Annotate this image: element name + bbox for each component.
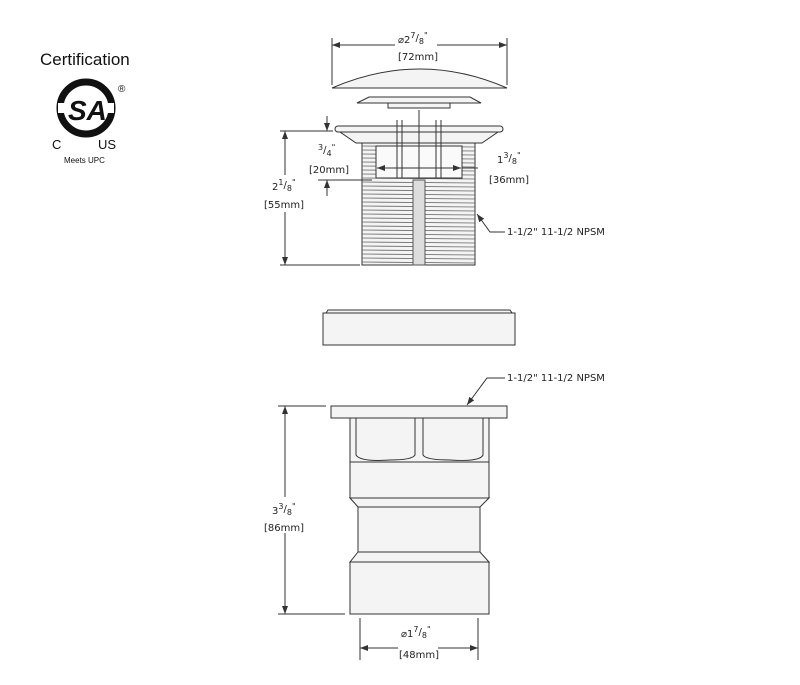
svg-text:[55mm]: [55mm] [264,200,304,211]
svg-text:33/8": 33/8" [272,502,296,517]
top-height-dimension: 21/8" [55mm] [264,130,360,266]
top-thread-callout: 1-1/2" 11-1/2 NPSM [476,213,605,238]
drain-cap-disc [356,96,482,104]
drain-cap-dome [331,68,508,89]
thread-slot [412,179,426,266]
cap-diameter-dimension: ⌀27/8" [72mm] [331,31,508,85]
svg-text:3/4": 3/4" [318,143,335,158]
csa-logo-text: SA [68,95,107,126]
svg-text:1-1/2" 11-1/2 NPSM: 1-1/2" 11-1/2 NPSM [507,227,605,238]
svg-text:⌀17/8": ⌀17/8" [401,625,431,640]
registered-mark: ® [118,84,126,95]
pop-up-drain-assembly [331,68,508,266]
opening-height-dimension: 3/4" [20mm] [309,116,372,196]
svg-text:1-1/2" 11-1/2 NPSM: 1-1/2" 11-1/2 NPSM [507,373,605,384]
svg-text:[20mm]: [20mm] [309,165,349,176]
drain-gasket-ring [322,309,516,346]
csa-c-label: C [52,137,61,152]
svg-text:21/8": 21/8" [272,178,296,193]
certification-title: Certification [40,50,130,69]
bottom-thread-callout: 1-1/2" 11-1/2 NPSM [466,373,605,406]
tailpiece-assembly [330,405,508,615]
csa-logo: SA ® [56,78,126,138]
svg-text:13/8": 13/8" [497,151,521,166]
svg-text:[36mm]: [36mm] [489,175,529,186]
svg-text:[86mm]: [86mm] [264,523,304,534]
svg-text:[48mm]: [48mm] [399,650,439,661]
opening-width-dimension: 13/8" [36mm] [377,151,529,186]
tailpiece-flange [330,405,508,419]
meets-upc-note: Meets UPC [64,156,105,165]
cap-diameter-metric: [72mm] [398,52,438,63]
csa-us-label: US [98,137,116,152]
bottom-diameter-dimension: ⌀17/8" [48mm] [359,618,479,661]
svg-text:⌀27/8": ⌀27/8" [398,31,428,46]
bottom-height-dimension: 33/8" [86mm] [264,405,345,615]
